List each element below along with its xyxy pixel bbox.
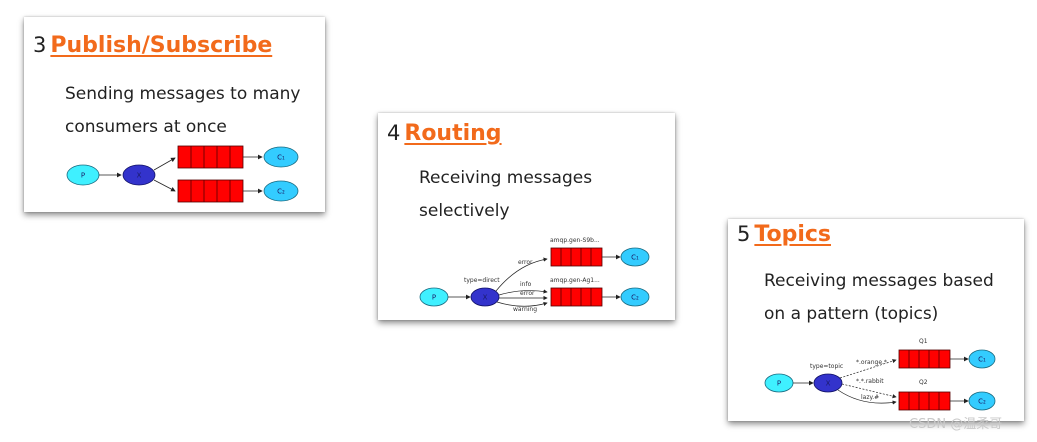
card-number: 3 [33, 33, 47, 57]
consumer-1-label: C₁ [631, 254, 639, 262]
consumer-1-label: C₁ [277, 154, 285, 162]
consumer-2-node [620, 287, 650, 307]
consumer-2-label: C₂ [631, 294, 639, 302]
producer-label: P [777, 380, 781, 388]
producer-label: P [81, 172, 85, 180]
description-line: on a pattern (topics) [764, 304, 939, 324]
consumer-2-label: C₂ [277, 188, 285, 196]
routing-diagram: P X type=direct error info error warning… [419, 237, 650, 313]
card-description: Sending messages to many consumers at on… [65, 78, 300, 144]
queue-2-label: Q2 [919, 379, 928, 386]
queue-1 [550, 247, 603, 267]
topics-link[interactable]: Topics [754, 222, 831, 247]
queue-1 [177, 145, 244, 169]
consumer-1-node [263, 146, 299, 168]
edge-label: error [520, 290, 535, 297]
topics-diagram: P X type=topic *.orange.* *.*.rabbit laz… [764, 338, 996, 411]
edge-label: info [520, 281, 532, 288]
queue-2 [898, 391, 951, 411]
publish-subscribe-link[interactable]: Publish/Subscribe [50, 33, 273, 58]
edge-label: error [518, 259, 533, 266]
consumer-1-node [620, 247, 650, 267]
description-line: consumers at once [65, 117, 227, 137]
csdn-watermark: CSDN @温柔哥 [909, 417, 1003, 432]
description-line: Sending messages to many [65, 84, 301, 104]
exchange-node [813, 373, 843, 393]
queue-1 [898, 349, 951, 369]
edge-label: warning [513, 306, 537, 313]
edge-label: *.*.rabbit [856, 378, 884, 385]
description-line: Receiving messages [419, 168, 593, 188]
exchange-type-label: type=topic [810, 363, 843, 370]
consumer-1-node [968, 349, 996, 369]
card-description: Receiving messages based on a pattern (t… [764, 265, 994, 331]
queue-2 [177, 179, 244, 203]
exchange-label: X [137, 172, 142, 180]
card-number: 4 [387, 121, 401, 145]
edge-label: lazy.# [861, 394, 879, 401]
queue-1-label: amqp.gen-S9b... [550, 237, 600, 244]
consumer-2-label: C₂ [978, 398, 986, 406]
card-description: Receiving messages selectively [419, 162, 592, 228]
exchange-label: X [826, 380, 831, 388]
edge-label: *.orange.* [856, 359, 887, 366]
pubsub-diagram: P X [66, 145, 299, 203]
producer-label: P [432, 294, 436, 302]
routing-link[interactable]: Routing [404, 121, 502, 146]
consumer-2-node [263, 180, 299, 202]
exchange-label: X [483, 294, 488, 302]
exchange-node [470, 287, 500, 307]
description-line: selectively [419, 201, 510, 221]
description-line: Receiving messages based [764, 271, 994, 291]
queue-1-label: Q1 [919, 338, 928, 345]
exchange-node [122, 164, 156, 186]
consumer-2-node [968, 391, 996, 411]
queue-2-label: amqp.gen-Ag1... [550, 277, 600, 284]
exchange-type-label: type=direct [464, 277, 500, 284]
card-number: 5 [737, 222, 751, 246]
consumer-1-label: C₁ [978, 356, 986, 364]
queue-2 [550, 287, 603, 307]
